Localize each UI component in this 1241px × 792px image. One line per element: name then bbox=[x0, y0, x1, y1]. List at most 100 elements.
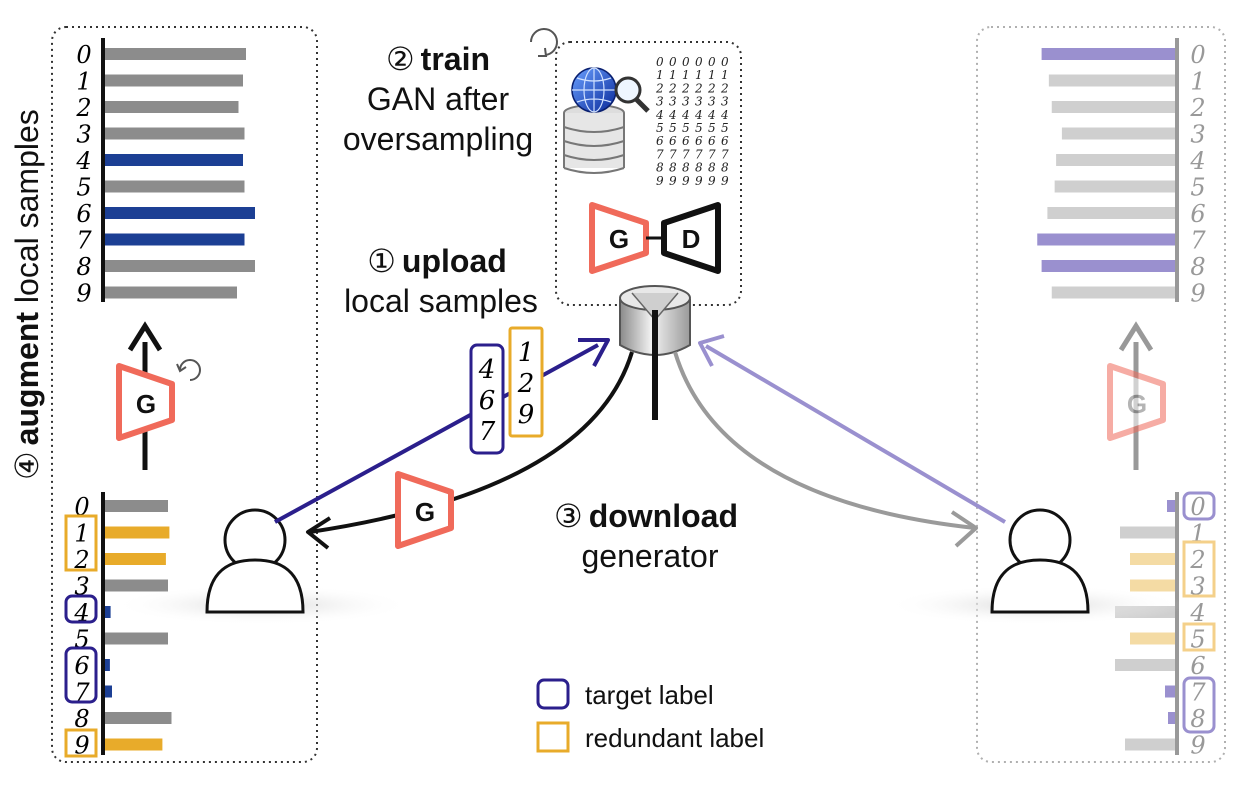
left-bottom-bar-8 bbox=[105, 712, 172, 724]
mnist-sample-digit: 5 bbox=[695, 121, 703, 135]
refresh-icon bbox=[179, 359, 201, 381]
mnist-sample-digit: 7 bbox=[656, 147, 664, 161]
target-label-box bbox=[64, 594, 98, 624]
uploaded-redundant-samples: 1 2 9 bbox=[508, 326, 544, 438]
right-bottom-digit-label: 0 bbox=[1190, 493, 1205, 521]
mnist-sample-digit: 3 bbox=[656, 95, 664, 109]
left-top-digit-label: 9 bbox=[76, 280, 91, 308]
svg-text:GAN after: GAN after bbox=[367, 81, 510, 117]
mnist-sample-digit: 5 bbox=[682, 121, 690, 135]
right-bottom-bar-7 bbox=[1165, 685, 1175, 698]
redundant-label-box bbox=[64, 728, 98, 758]
mnist-sample-digit: 1 bbox=[682, 68, 690, 82]
left-top-bar-3 bbox=[105, 127, 245, 140]
right-top-bar-5 bbox=[1054, 180, 1175, 193]
right-bottom-bar-0 bbox=[1167, 500, 1175, 512]
left-top-bar-2 bbox=[105, 101, 239, 113]
mnist-sample-digit: 4 bbox=[720, 108, 729, 122]
left-bottom-digit-label: 7 bbox=[74, 679, 90, 707]
mnist-sample-digit: 4 bbox=[655, 108, 664, 122]
mnist-sample-digit: 5 bbox=[669, 121, 677, 135]
left-bottom-digit-label: 3 bbox=[74, 573, 89, 601]
left-bottom-digit-label: 9 bbox=[74, 732, 89, 760]
right-top-digit-label: 2 bbox=[1189, 94, 1205, 122]
mnist-sample-digit: 3 bbox=[721, 95, 729, 109]
mnist-sample-digit: 2 bbox=[720, 81, 729, 95]
right-top-digit-label: 6 bbox=[1190, 200, 1205, 228]
right-top-bar-2 bbox=[1051, 101, 1175, 113]
left-bottom-bar-9 bbox=[105, 738, 163, 751]
right-panel-border bbox=[976, 26, 1226, 763]
left-top-bar-5 bbox=[105, 180, 245, 193]
svg-text:9: 9 bbox=[518, 400, 535, 430]
right-bottom-digit-label: 8 bbox=[1190, 705, 1205, 733]
right-top-digit-label: 0 bbox=[1190, 41, 1205, 69]
mnist-sample-digit: 2 bbox=[668, 81, 677, 95]
uploaded-target-samples: 4 6 7 bbox=[469, 343, 505, 455]
mnist-sample-digit: 6 bbox=[656, 134, 664, 148]
left-top-bar-9 bbox=[105, 286, 237, 299]
server-icon bbox=[619, 285, 691, 420]
left-bottom-digit-label: 1 bbox=[74, 520, 89, 548]
right-bottom-digit-label: 9 bbox=[1190, 732, 1205, 760]
mnist-sample-digit: 8 bbox=[708, 161, 716, 175]
globe-search-icon bbox=[571, 67, 650, 113]
legend-target-swatch bbox=[536, 678, 570, 710]
right-bottom-bar-9 bbox=[1125, 738, 1175, 751]
mnist-sample-digit: 9 bbox=[721, 174, 729, 188]
augment-step-label: ④augment local samples bbox=[9, 109, 45, 480]
left-top-bar-6 bbox=[105, 207, 255, 219]
left-top-digit-label: 2 bbox=[75, 94, 91, 122]
mnist-sample-digit: 1 bbox=[695, 68, 703, 82]
upload-arrow-right bbox=[698, 334, 1007, 524]
right-bottom-digit-label: 4 bbox=[1189, 599, 1205, 627]
mnist-sample-digit: 9 bbox=[656, 174, 664, 188]
left-top-digit-label: 1 bbox=[76, 68, 91, 96]
mnist-sample-digit: 4 bbox=[668, 108, 677, 122]
left-bottom-bar-1 bbox=[105, 526, 170, 539]
magnifier-icon bbox=[614, 76, 642, 104]
left-top-digit-label: 7 bbox=[76, 227, 92, 255]
right-bottom-bar-3 bbox=[1130, 579, 1175, 592]
mnist-sample-digit: 8 bbox=[695, 161, 703, 175]
redundant-label-box bbox=[1182, 540, 1216, 598]
mnist-sample-digit: 2 bbox=[655, 81, 664, 95]
right-bottom-digit-label: 7 bbox=[1190, 679, 1206, 707]
right-top-digit-label: 5 bbox=[1190, 174, 1205, 202]
left-bottom-digit-label: 8 bbox=[74, 705, 89, 733]
right-bottom-digit-label: 5 bbox=[1190, 626, 1205, 654]
target-label-box bbox=[64, 646, 98, 704]
left-bottom-bar-2 bbox=[105, 553, 166, 565]
mnist-sample-digit: 7 bbox=[682, 147, 690, 161]
left-top-digit-label: 8 bbox=[76, 253, 91, 281]
left-bottom-bar-0 bbox=[105, 500, 168, 512]
right-bottom-bar-1 bbox=[1120, 526, 1175, 539]
left-top-bar-7 bbox=[105, 233, 245, 246]
left-top-digit-label: 5 bbox=[76, 174, 91, 202]
mnist-sample-digit: 6 bbox=[682, 134, 690, 148]
svg-text:G: G bbox=[609, 224, 629, 254]
svg-text:4: 4 bbox=[478, 355, 496, 385]
right-top-bar-6 bbox=[1047, 207, 1175, 219]
right-top-bar-1 bbox=[1048, 74, 1175, 87]
download-generator-icon: G bbox=[395, 471, 454, 549]
mnist-sample-digit: 6 bbox=[669, 134, 677, 148]
mnist-sample-digit: 9 bbox=[695, 174, 703, 188]
mnist-sample-digit: 3 bbox=[682, 95, 690, 109]
mnist-sample-digit: 9 bbox=[708, 174, 716, 188]
mnist-sample-digit: 2 bbox=[681, 81, 690, 95]
database-icon bbox=[563, 104, 625, 174]
right-bottom-digit-label: 2 bbox=[1189, 546, 1205, 574]
right-top-bar-0 bbox=[1041, 48, 1175, 60]
svg-text:2: 2 bbox=[517, 369, 535, 399]
server-discriminator-icon: D bbox=[661, 202, 721, 274]
svg-text:G: G bbox=[136, 389, 156, 419]
left-top-bar-8 bbox=[105, 260, 255, 272]
